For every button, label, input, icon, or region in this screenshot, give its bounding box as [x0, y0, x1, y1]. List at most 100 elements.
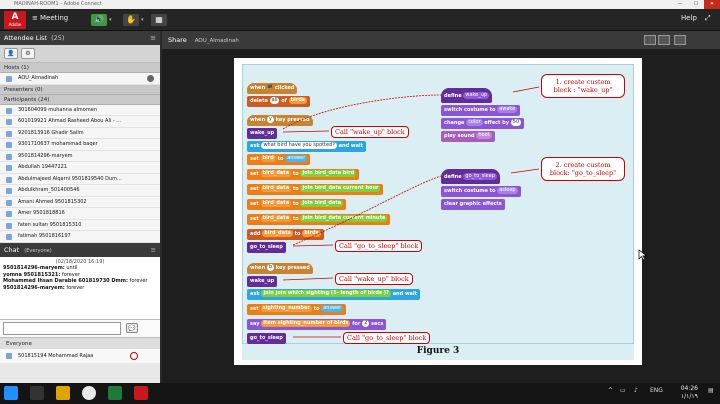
annotation-call-go-to-sleep-1: Call "go_to_sleep" block	[335, 240, 423, 252]
hosts-group[interactable]: Hosts (1)	[0, 63, 160, 73]
hamburger-icon[interactable]: ≡	[32, 14, 38, 22]
attendee-pod-header: Attendee List(25) ≡	[0, 31, 160, 45]
annotation-arrows	[282, 86, 540, 338]
adobe-connect-taskbar-icon[interactable]	[134, 386, 148, 400]
tab-everyone[interactable]: Everyone	[0, 336, 160, 349]
chat-menu-icon[interactable]: ≡	[150, 245, 156, 254]
arrow-call-wake-1	[282, 130, 330, 133]
window-title-bar: MADINAH-ROOM1 - Adobe Connect — ☐ ✕	[0, 0, 720, 9]
avatar-icon	[6, 153, 12, 160]
participant-row[interactable]: Abdulkhram_501400546	[0, 185, 160, 197]
meeting-toolbar: A Adobe ≡ Meeting 🔊 ▾ ✋ ▾ ▦ Help ⤢	[0, 9, 720, 31]
mouse-cursor-icon	[638, 249, 648, 261]
host-status-icon	[147, 75, 154, 82]
wake-up-call-block: wake_up	[247, 128, 278, 139]
participant-row[interactable]: Abdullah 19447221	[0, 162, 160, 174]
speaker-dropdown-icon[interactable]: ▾	[109, 17, 112, 23]
when-flag-clicked-block: when 🏴 clicked	[247, 83, 298, 94]
fullscreen-icon[interactable]: ⤢	[705, 14, 711, 22]
settings-icon[interactable]: ⚙	[21, 48, 35, 59]
participant-row[interactable]: 9301710637 mohammad baqer	[0, 139, 160, 151]
chat-pod-header: Chat (Everyone) ≡	[0, 242, 160, 257]
notifications-icon[interactable]: ▤	[708, 387, 714, 394]
participant-row[interactable]: faten sultan 9501815310	[0, 219, 160, 231]
presenters-group[interactable]: Presenters (0)	[0, 84, 160, 95]
participant-row[interactable]: 601019921 Ahmad Rasheed Abou Ali - ...	[0, 116, 160, 128]
stop-icon[interactable]	[130, 351, 138, 360]
hand-icon[interactable]: ✋	[123, 14, 139, 26]
chrome-icon[interactable]	[82, 386, 96, 400]
avatar-icon	[6, 234, 12, 240]
figure-caption-bar	[242, 344, 634, 360]
excel-icon[interactable]	[108, 386, 122, 400]
help-menu[interactable]: Help	[681, 14, 697, 22]
set-sighting-block: set sighting_number to answer	[247, 304, 347, 315]
arrow-create-sleep	[510, 168, 540, 174]
minimize-button[interactable]: —	[677, 1, 683, 7]
taskbar: ^ ▭ ♪ ENG 04:26 ۱/۱/۱۹ ▤	[0, 383, 720, 404]
task-view-icon[interactable]	[30, 386, 44, 400]
go-to-sleep-call-block: go_to_sleep	[247, 242, 286, 253]
clock[interactable]: 04:26 ۱/۱/۱۹	[680, 385, 698, 400]
avatar-icon	[6, 142, 12, 148]
attendee-count: (25)	[51, 34, 65, 42]
play-sound-block: play sound hoot	[441, 131, 495, 142]
hand-dropdown-icon[interactable]: ▾	[141, 17, 144, 23]
attendee-title: Attendee List	[4, 34, 48, 42]
figure-caption: Figure 3	[416, 346, 460, 356]
send-icon[interactable]: 💬	[126, 322, 138, 333]
system-tray-chevron-icon[interactable]: ^	[608, 387, 614, 394]
set-bird-data-block: set bird_data to join bird_data bird	[247, 169, 360, 180]
chat-message: 9501814296-maryem: until	[3, 265, 78, 271]
chat-message: 9501814296-maryem: forever	[3, 284, 85, 291]
avatar-icon	[6, 199, 12, 206]
avatar-icon	[6, 76, 12, 82]
speaker-icon[interactable]: 🔊	[91, 14, 107, 26]
participant-row[interactable]: Amani Ahmed 9501815302	[0, 196, 160, 208]
pod-menu-icon[interactable]: ≡	[150, 34, 156, 42]
avatar-icon	[6, 107, 12, 114]
layout-grid-icon[interactable]: ▦	[151, 14, 167, 26]
chat-message: yomna 9501815321: forever	[3, 271, 80, 278]
share-menu-icon[interactable]	[674, 35, 686, 45]
adobe-logo: A Adobe	[4, 11, 26, 29]
set-bird-data-hour-block: set bird_data to join bird_data current …	[247, 184, 384, 195]
avatar-icon	[6, 222, 12, 229]
chat-message: Mohammed Ihsan Darabie 601819730 Dmm: fo…	[3, 278, 148, 284]
participant-row[interactable]: 9501814296-maryem	[0, 150, 160, 162]
meeting-menu[interactable]: Meeting	[40, 14, 69, 22]
define-go-to-sleep-block: define go_to_sleep	[441, 169, 500, 184]
host-row[interactable]: AOU_Almadinah	[0, 73, 160, 85]
fullscreen-share-icon[interactable]	[658, 35, 670, 45]
change-effect-block: change color effect by 50	[441, 118, 525, 129]
participant-row[interactable]: 9201813916 Ghadir Salim	[0, 127, 160, 139]
annotation-create-wake-up: 1. create custom block : "wake_up"	[541, 74, 625, 98]
participant-row[interactable]: fatimah 9501816197	[0, 231, 160, 243]
windows-start-icon[interactable]	[4, 386, 18, 400]
network-icon[interactable]: ▭	[620, 387, 626, 394]
volume-icon[interactable]: ♪	[634, 387, 638, 394]
current-user-row: 501815194 Mohammad Rajaa	[0, 348, 160, 363]
chat-input[interactable]	[3, 321, 121, 335]
participant-row[interactable]: Amer 9501818816	[0, 208, 160, 220]
maximize-button[interactable]: ☐	[693, 1, 699, 7]
clear-effects-block: clear graphic effects	[441, 199, 505, 210]
set-bird-data-join-block: set bird_data to join bird_data	[247, 199, 347, 210]
delete-list-block: delete all of birds	[247, 96, 310, 107]
annotation-call-wake-up-1: Call "wake_up" block	[331, 126, 409, 138]
participant-row[interactable]: 301604099 muhanna almomen	[0, 104, 160, 116]
user-icon[interactable]: 👤	[4, 48, 18, 59]
avatar-icon	[6, 119, 12, 125]
fit-width-icon[interactable]	[644, 35, 656, 45]
arrow-sleep-link	[292, 175, 442, 246]
file-explorer-icon[interactable]	[56, 386, 70, 400]
share-presenter: AOU_Almadinah	[194, 38, 239, 44]
wake-up-call-block-2: wake_up	[247, 276, 278, 287]
close-button[interactable]: ✕	[704, 0, 720, 9]
language-indicator[interactable]: ENG	[650, 387, 663, 394]
set-bird-data-minute-block: set bird_data to join bird_data current …	[247, 214, 391, 225]
participants-group[interactable]: Participants (24)	[0, 94, 160, 105]
participant-row[interactable]: Abdulmajeed Alqarni 9501819540 Dum...	[0, 173, 160, 185]
